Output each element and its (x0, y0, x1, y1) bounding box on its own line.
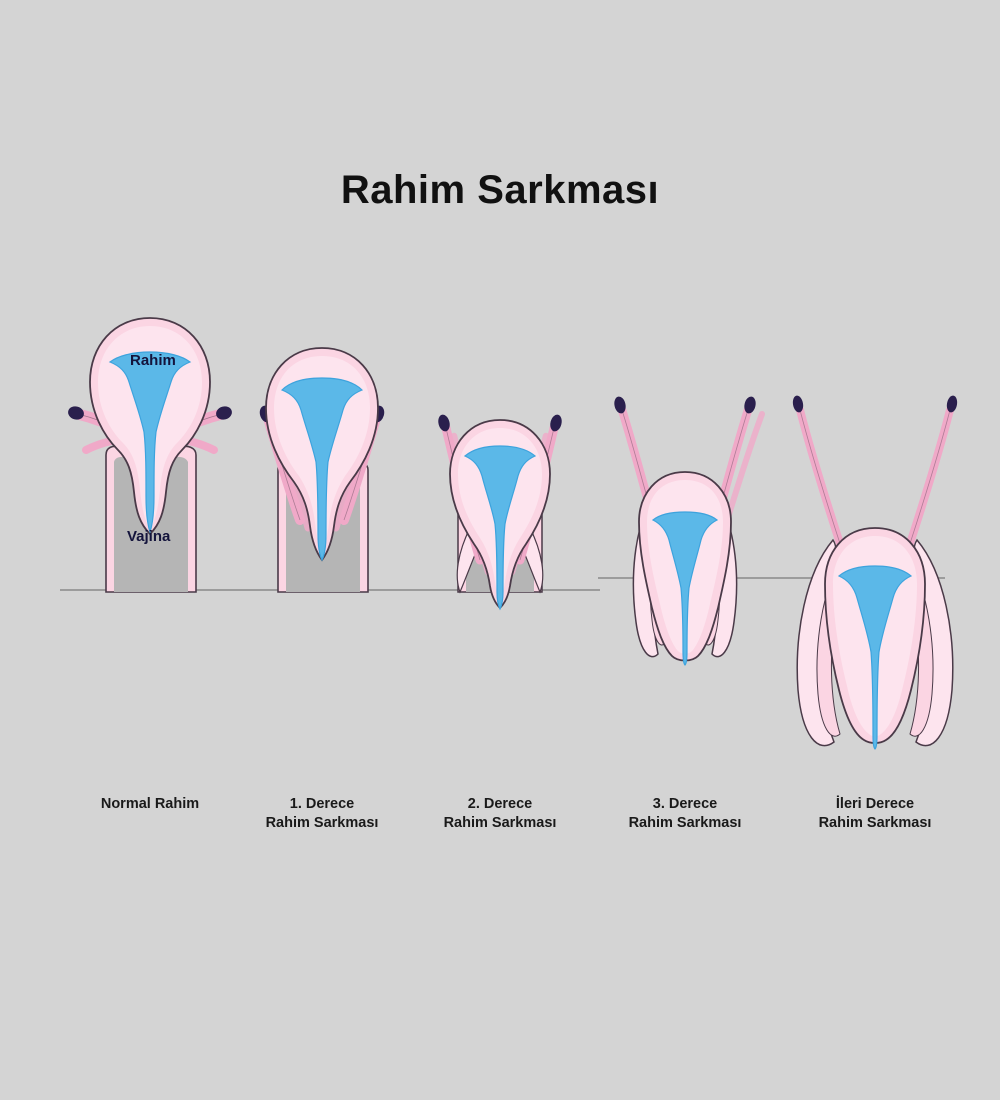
ovary-right (550, 414, 562, 432)
ovary-left (792, 395, 804, 413)
caption-grade-2: 2. Derece Rahim Sarkması (400, 795, 600, 833)
caption-advanced-line2: Rahim Sarkması (818, 815, 932, 831)
figure-grade-3 (614, 396, 765, 666)
caption-grade-3: 3. Derece Rahim Sarkması (585, 795, 785, 833)
ovary-left (438, 414, 450, 432)
caption-grade-1-line2: Rahim Sarkması (265, 815, 379, 831)
caption-normal-line1: Normal Rahim (100, 796, 200, 812)
uterine-cavity (108, 351, 192, 534)
ovary-right (946, 395, 958, 413)
figure-grade-2 (438, 414, 562, 611)
uterine-cavity (651, 511, 719, 666)
caption-normal: Normal Rahim (50, 795, 250, 814)
caption-advanced-line1: İleri Derece (835, 796, 915, 812)
page-title: Rahim Sarkması (340, 168, 660, 212)
uterus-annotation-label: Rahim (130, 352, 176, 369)
uterine-cavity (463, 445, 537, 611)
caption-grade-3-line1: 3. Derece (652, 796, 718, 812)
figure-advanced (792, 395, 958, 750)
vagina-annotation-label: Vajina (127, 528, 171, 545)
caption-grade-2-line1: 2. Derece (467, 796, 533, 812)
ovary-left (68, 406, 84, 420)
caption-grade-1-line1: 1. Derece (289, 796, 355, 812)
ovary-left (614, 396, 626, 414)
uterine-cavity (280, 377, 364, 562)
uterine-cavity (837, 565, 913, 750)
ovary-right (744, 396, 756, 414)
figure-normal-uterus (68, 317, 232, 593)
caption-advanced: İleri Derece Rahim Sarkması (775, 795, 975, 833)
ovary-right (216, 406, 232, 420)
figure-grade-1 (259, 347, 385, 593)
caption-grade-2-line2: Rahim Sarkması (443, 815, 557, 831)
caption-grade-1: 1. Derece Rahim Sarkması (222, 795, 422, 833)
caption-grade-3-line2: Rahim Sarkması (628, 815, 742, 831)
